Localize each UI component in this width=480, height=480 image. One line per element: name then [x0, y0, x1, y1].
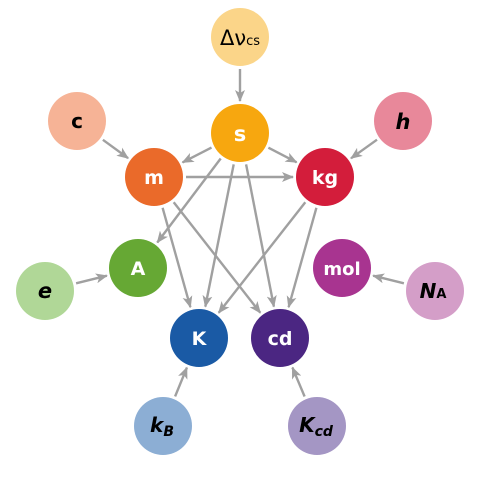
- arrow-e-to-A: [75, 273, 108, 285]
- arrow-Kcd-to-cd: [291, 366, 306, 397]
- constant-e: e: [16, 262, 74, 320]
- node-A-circle: [109, 239, 167, 297]
- arrow-s-to-cd: [244, 164, 277, 308]
- node-K: K: [170, 309, 228, 367]
- constant-N-A-circle: [406, 262, 464, 320]
- node-s: s: [211, 104, 269, 162]
- node-mol: mol: [313, 239, 371, 297]
- node-cd-label: cd: [268, 328, 293, 350]
- node-mol-label: mol: [323, 259, 360, 280]
- arrow-m-to-cd: [172, 201, 262, 314]
- dependency-arrows: [75, 69, 405, 397]
- node-kg: kg: [296, 148, 354, 206]
- arrow-s-to-m: [181, 146, 213, 164]
- node-cd-circle: [251, 309, 309, 367]
- node-K-circle: [170, 309, 228, 367]
- constant-delta-nu-cs-label: Δνcs: [220, 26, 260, 50]
- constant-K-cd-label: Kcd: [299, 413, 334, 440]
- constant-h-label: h: [396, 110, 411, 134]
- constant-k-B: kB: [134, 397, 192, 455]
- constant-K-cd-circle: [288, 397, 346, 455]
- constant-N-A: NA: [406, 262, 464, 320]
- node-m-label: m: [144, 167, 164, 189]
- node-K-label: K: [192, 328, 208, 350]
- node-mol-circle: [313, 239, 371, 297]
- constant-h-circle: [374, 92, 432, 150]
- constant-delta-nu-cs-circle: [211, 8, 269, 66]
- constant-h: h: [374, 92, 432, 150]
- arrow-s-to-K: [202, 164, 235, 308]
- node-A-label: A: [131, 258, 146, 280]
- arrow-c-to-m: [102, 138, 129, 160]
- constant-e-circle: [16, 262, 74, 320]
- node-m: m: [125, 148, 183, 206]
- constant-c-label: c: [71, 109, 83, 133]
- node-kg-label: kg: [312, 167, 338, 189]
- node-s-circle: [211, 104, 269, 162]
- arrow-kB-to-K: [173, 366, 189, 397]
- arrow-kg-to-cd: [286, 207, 318, 309]
- constant-c: c: [48, 92, 106, 150]
- node-kg-circle: [296, 148, 354, 206]
- constant-k-B-label: kB: [150, 413, 174, 440]
- constant-delta-nu-cs: Δνcs: [211, 8, 269, 66]
- constant-N-A-label: NA: [420, 279, 447, 303]
- node-cd: cd: [251, 309, 309, 367]
- arrow-s-to-kg: [267, 146, 298, 164]
- constant-c-circle: [48, 92, 106, 150]
- arrow-h-to-kg: [350, 138, 378, 160]
- arrow-m-to-K: [161, 207, 193, 309]
- constant-e-label: e: [38, 279, 52, 303]
- arrow-NA-to-mol: [372, 273, 405, 285]
- arrow-kg-to-K: [217, 201, 307, 314]
- constant-k-B-circle: [134, 397, 192, 455]
- node-A: A: [109, 239, 167, 297]
- node-m-circle: [125, 148, 183, 206]
- constant-K-cd: Kcd: [288, 397, 346, 455]
- node-s-label: s: [234, 122, 247, 146]
